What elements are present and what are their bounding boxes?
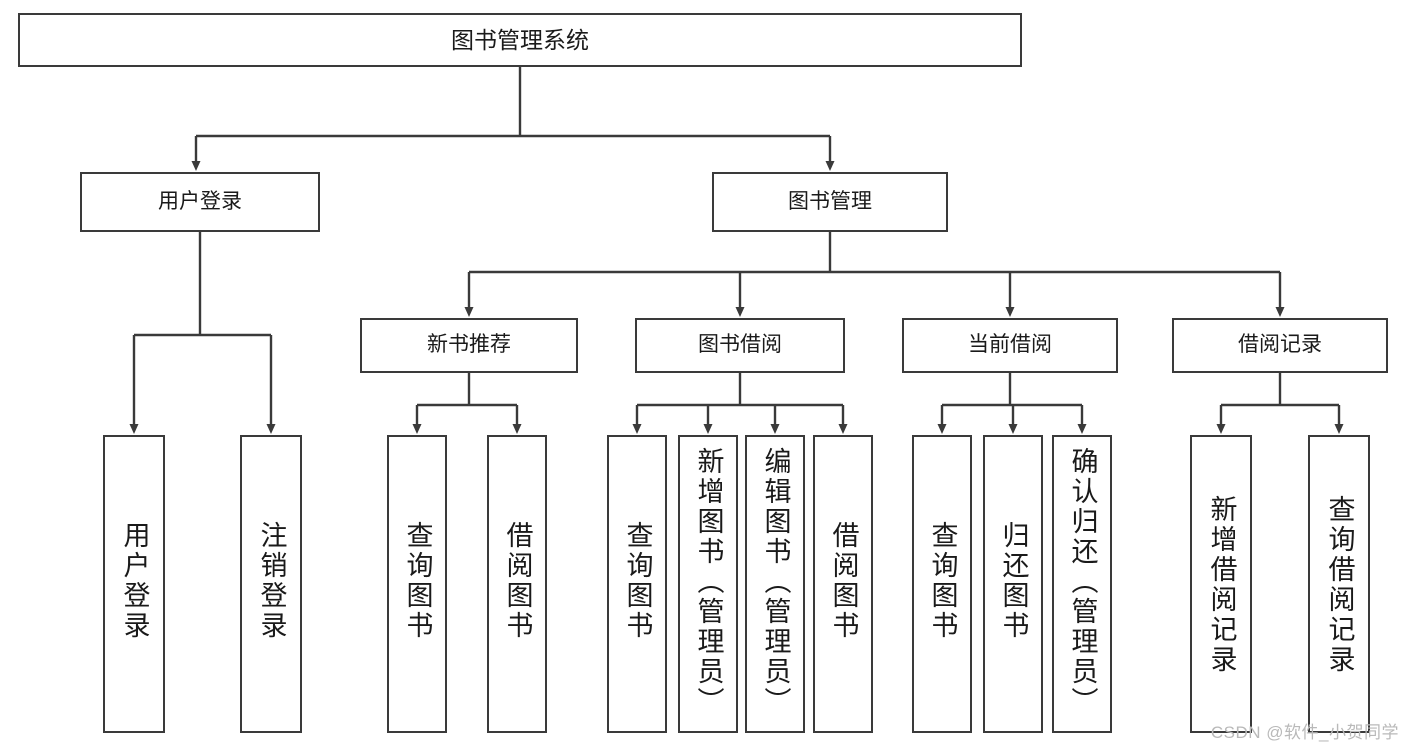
node-leaf-0[interactable]: 用户登录 xyxy=(103,435,165,733)
node-leaf-4-label: 查询图书 xyxy=(622,521,653,641)
node-leaf-3[interactable]: 借阅图书 xyxy=(487,435,547,733)
node-root-label: 图书管理系统 xyxy=(451,26,589,53)
node-level2-3-label: 借阅记录 xyxy=(1238,333,1322,357)
node-leaf-12-label: 查询借阅记录 xyxy=(1324,495,1355,675)
node-leaf-10-label: 确认归还（管理员） xyxy=(1067,447,1098,717)
node-root[interactable]: 图书管理系统 xyxy=(18,13,1022,67)
node-level2-2-label: 当前借阅 xyxy=(968,333,1052,357)
node-leaf-2[interactable]: 查询图书 xyxy=(387,435,447,733)
node-level2-3[interactable]: 借阅记录 xyxy=(1172,318,1388,373)
node-level2-0[interactable]: 新书推荐 xyxy=(360,318,578,373)
node-leaf-1-label: 注销登录 xyxy=(256,521,287,641)
node-leaf-7-label: 借阅图书 xyxy=(828,521,859,641)
node-leaf-6-label: 编辑图书（管理员） xyxy=(760,447,791,717)
node-level2-2[interactable]: 当前借阅 xyxy=(902,318,1118,373)
watermark-text: CSDN @软件_小贺同学 xyxy=(1210,723,1399,742)
node-leaf-5[interactable]: 新增图书（管理员） xyxy=(678,435,738,733)
node-leaf-11[interactable]: 新增借阅记录 xyxy=(1190,435,1252,733)
node-level1-0-label: 用户登录 xyxy=(158,189,242,213)
node-leaf-3-label: 借阅图书 xyxy=(502,521,533,641)
node-leaf-5-label: 新增图书（管理员） xyxy=(693,447,724,717)
node-level1-1[interactable]: 图书管理 xyxy=(712,172,948,232)
node-leaf-4[interactable]: 查询图书 xyxy=(607,435,667,733)
node-leaf-8-label: 查询图书 xyxy=(927,521,958,641)
node-leaf-8[interactable]: 查询图书 xyxy=(912,435,972,733)
node-leaf-7[interactable]: 借阅图书 xyxy=(813,435,873,733)
node-leaf-0-label: 用户登录 xyxy=(119,521,150,641)
node-leaf-2-label: 查询图书 xyxy=(402,521,433,641)
node-level1-1-label: 图书管理 xyxy=(788,189,872,213)
node-leaf-6[interactable]: 编辑图书（管理员） xyxy=(745,435,805,733)
node-level2-1-label: 图书借阅 xyxy=(698,333,782,357)
node-leaf-12[interactable]: 查询借阅记录 xyxy=(1308,435,1370,733)
node-level1-0[interactable]: 用户登录 xyxy=(80,172,320,232)
node-level2-1[interactable]: 图书借阅 xyxy=(635,318,845,373)
node-leaf-1[interactable]: 注销登录 xyxy=(240,435,302,733)
node-leaf-11-label: 新增借阅记录 xyxy=(1206,495,1237,675)
node-leaf-9[interactable]: 归还图书 xyxy=(983,435,1043,733)
node-leaf-10[interactable]: 确认归还（管理员） xyxy=(1052,435,1112,733)
node-level2-0-label: 新书推荐 xyxy=(427,333,511,357)
node-leaf-9-label: 归还图书 xyxy=(998,521,1029,641)
